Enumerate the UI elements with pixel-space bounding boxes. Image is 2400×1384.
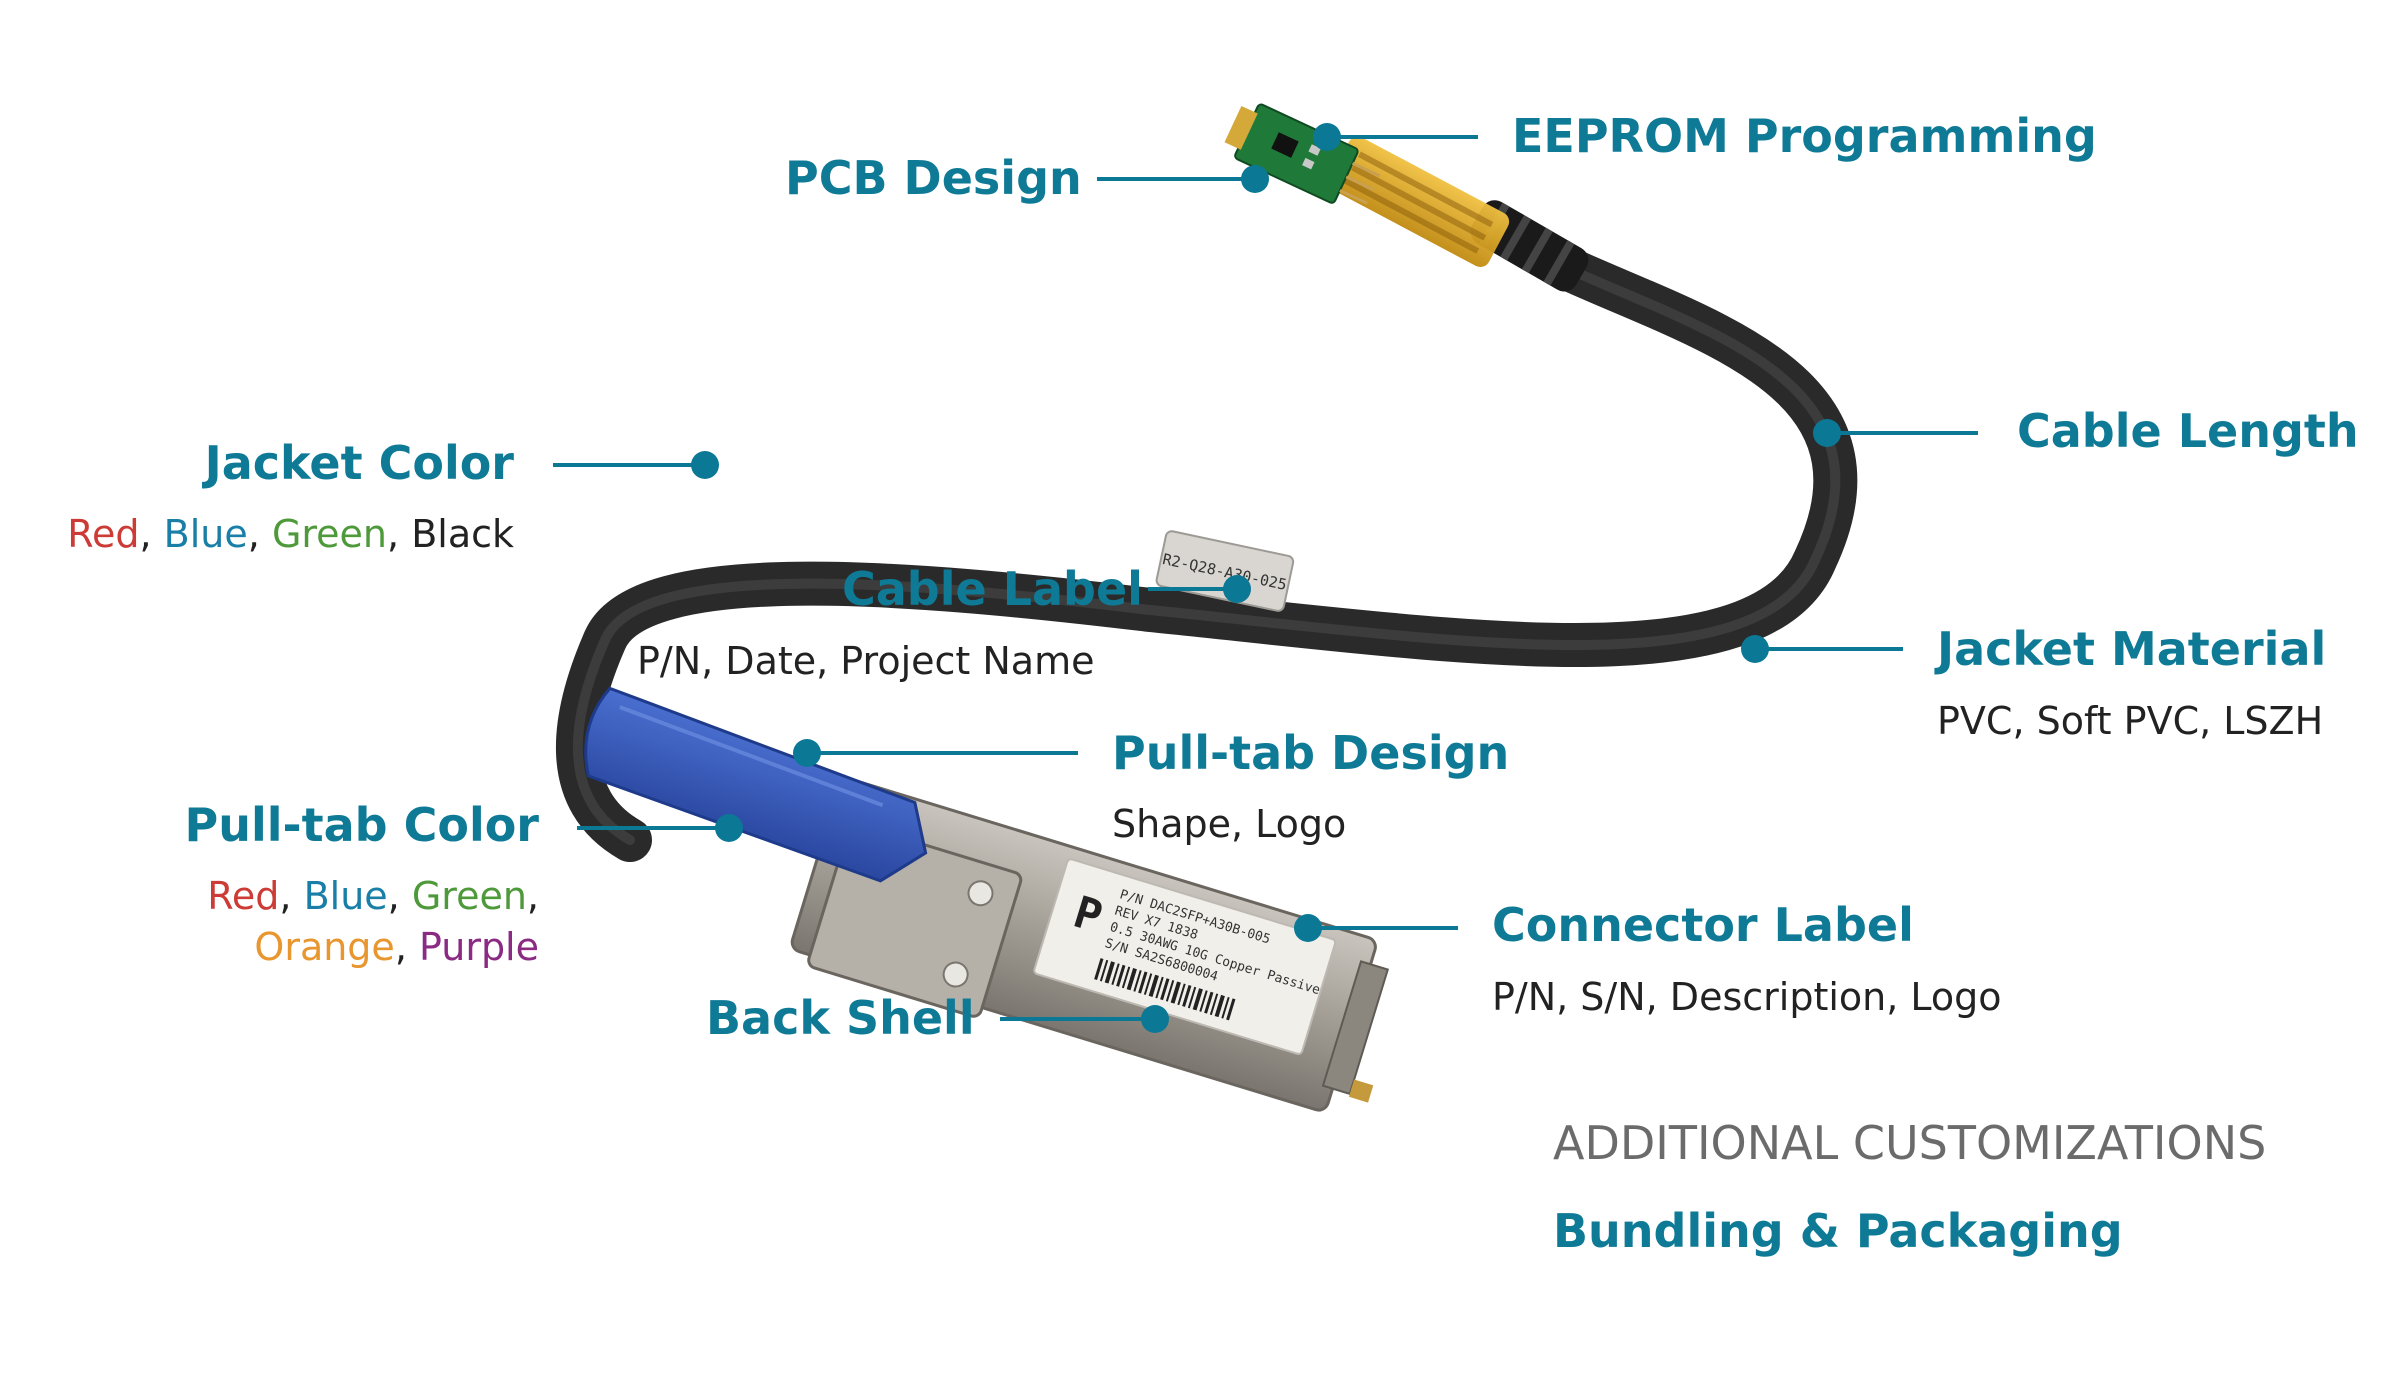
pull-tab	[584, 686, 928, 883]
jacket-color-blue: Blue	[163, 512, 248, 556]
cable-label-detail: P/N, Date, Project Name	[637, 639, 1095, 683]
pulltab-design-title: Pull-tab Design	[1112, 726, 1510, 780]
bundling-packaging: Bundling & Packaging	[1553, 1204, 2123, 1258]
connector-label-sticker: P P/N DAC2SFP+A30B-005 REV X7 1838 0.5 3…	[1033, 858, 1337, 1055]
dot-cable-label	[1223, 575, 1251, 603]
pulltab-color-orange: Orange	[254, 925, 395, 969]
leader-lines	[553, 135, 1978, 1021]
jacket-material-title: Jacket Material	[1937, 622, 2327, 676]
jacket-color-green: Green	[271, 512, 388, 556]
additional-heading: ADDITIONAL CUSTOMIZATIONS	[1553, 1116, 2267, 1170]
jacket-color-options: Red, Blue, Green, Black	[67, 512, 514, 556]
pulltab-color-options-line1: Red, Blue, Green,	[207, 874, 539, 918]
pcb-title: PCB Design	[785, 151, 1082, 205]
pulltab-color-green: Green	[411, 874, 527, 918]
jacket-color-black: Black	[411, 512, 514, 556]
barcode	[1094, 958, 1236, 1021]
dot-back-shell	[1141, 1005, 1169, 1033]
pulltab-color-title: Pull-tab Color	[184, 798, 539, 852]
wire-boot	[1329, 136, 1510, 267]
dot-jacket-color	[691, 451, 719, 479]
pulltab-color-options-line2: Orange, Purple	[254, 925, 539, 969]
jacket-material-detail: PVC, Soft PVC, LSZH	[1937, 699, 2324, 743]
connector-label-title: Connector Label	[1492, 898, 1914, 952]
callout-dots	[691, 123, 1841, 1033]
cable-length-title: Cable Length	[2017, 404, 2359, 458]
jacket-color-red: Red	[67, 512, 140, 556]
pulltab-design-detail: Shape, Logo	[1112, 802, 1347, 846]
dot-eeprom	[1313, 123, 1341, 151]
dot-pulltab-color	[715, 814, 743, 842]
pulltab-color-red: Red	[207, 874, 280, 918]
pulltab-color-blue: Blue	[303, 874, 388, 918]
dot-pcb	[1241, 165, 1269, 193]
pulltab-color-purple: Purple	[418, 925, 539, 969]
dot-cable-length	[1813, 419, 1841, 447]
jacket-color-title: Jacket Color	[204, 436, 514, 490]
connector-label-detail: P/N, S/N, Description, Logo	[1492, 975, 2002, 1019]
dot-pulltab-design	[793, 739, 821, 767]
back-shell-title: Back Shell	[706, 991, 975, 1045]
qsfp-connector: P P/N DAC2SFP+A30B-005 REV X7 1838 0.5 3…	[790, 777, 1390, 1112]
dot-connector-label	[1294, 914, 1322, 942]
pcb-paddle-card	[1224, 103, 1381, 205]
dot-jacket-material	[1741, 635, 1769, 663]
cable-label-title: Cable Label	[842, 562, 1143, 616]
eeprom-title: EEPROM Programming	[1512, 109, 2097, 163]
